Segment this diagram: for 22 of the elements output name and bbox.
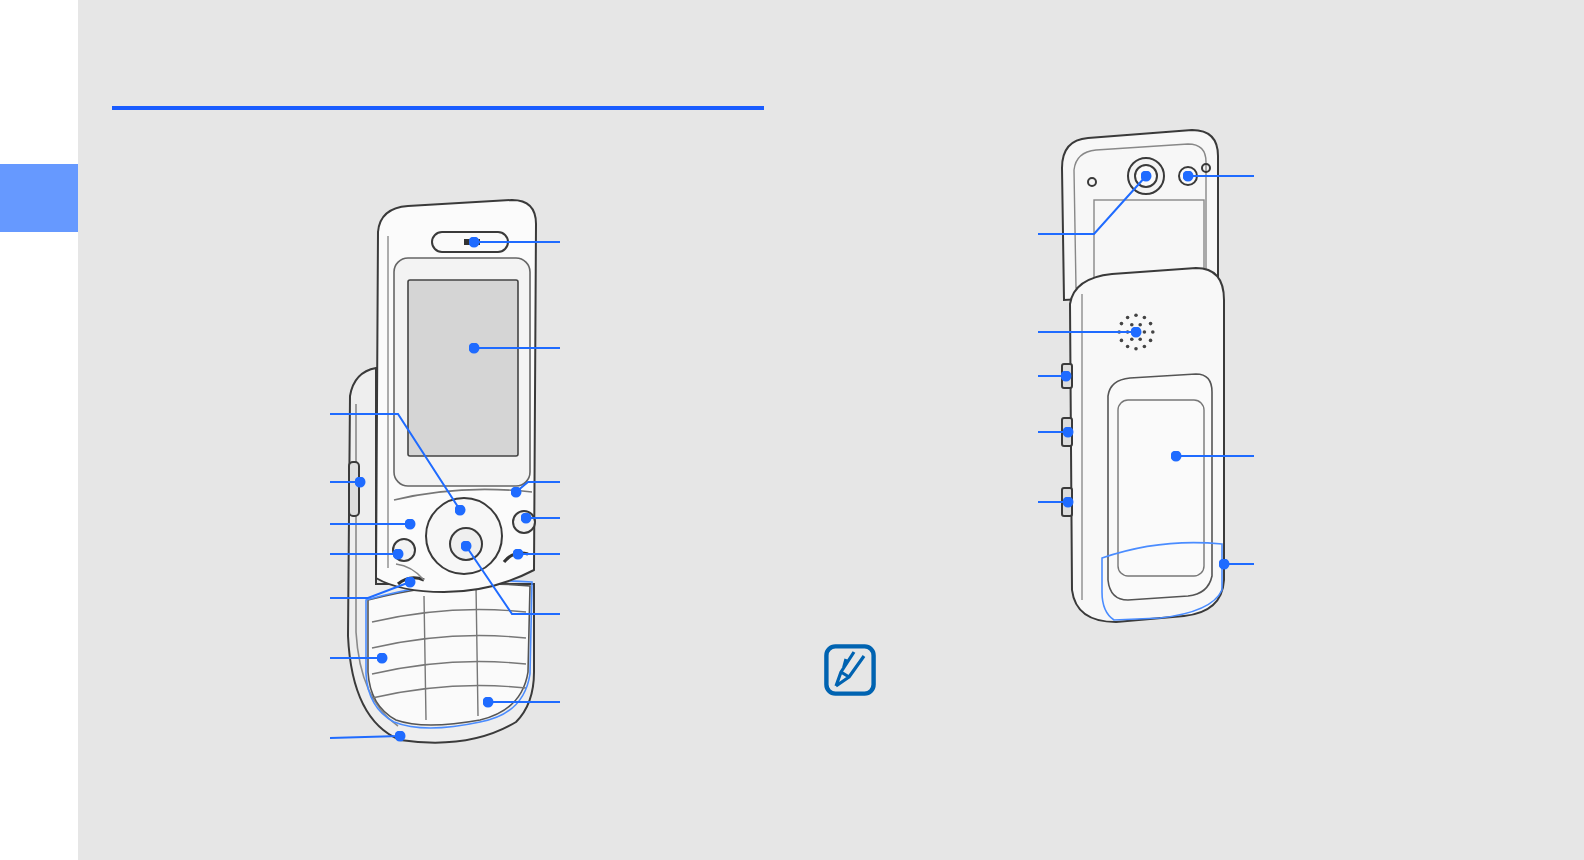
leader-line (512, 548, 561, 560)
leader-line (510, 481, 561, 498)
leader-line (468, 236, 561, 248)
leader-line (1037, 326, 1142, 338)
leader-line (329, 652, 388, 664)
leader-line (329, 476, 366, 488)
leader-line (329, 548, 404, 560)
leader-line (1170, 450, 1255, 462)
leader-line (329, 730, 406, 742)
leader-line (468, 342, 561, 354)
leader-line (329, 576, 416, 599)
leader-line (1037, 170, 1152, 235)
leader-line (1037, 496, 1074, 508)
leader-line (329, 413, 466, 516)
leader-line (520, 512, 561, 524)
leader-line (1037, 426, 1074, 438)
leader-line (1182, 170, 1255, 182)
leader-line (1037, 370, 1072, 382)
leader-line (1218, 558, 1255, 570)
leader-line (329, 518, 416, 530)
leader-line (482, 696, 561, 708)
leader-line (460, 540, 561, 615)
